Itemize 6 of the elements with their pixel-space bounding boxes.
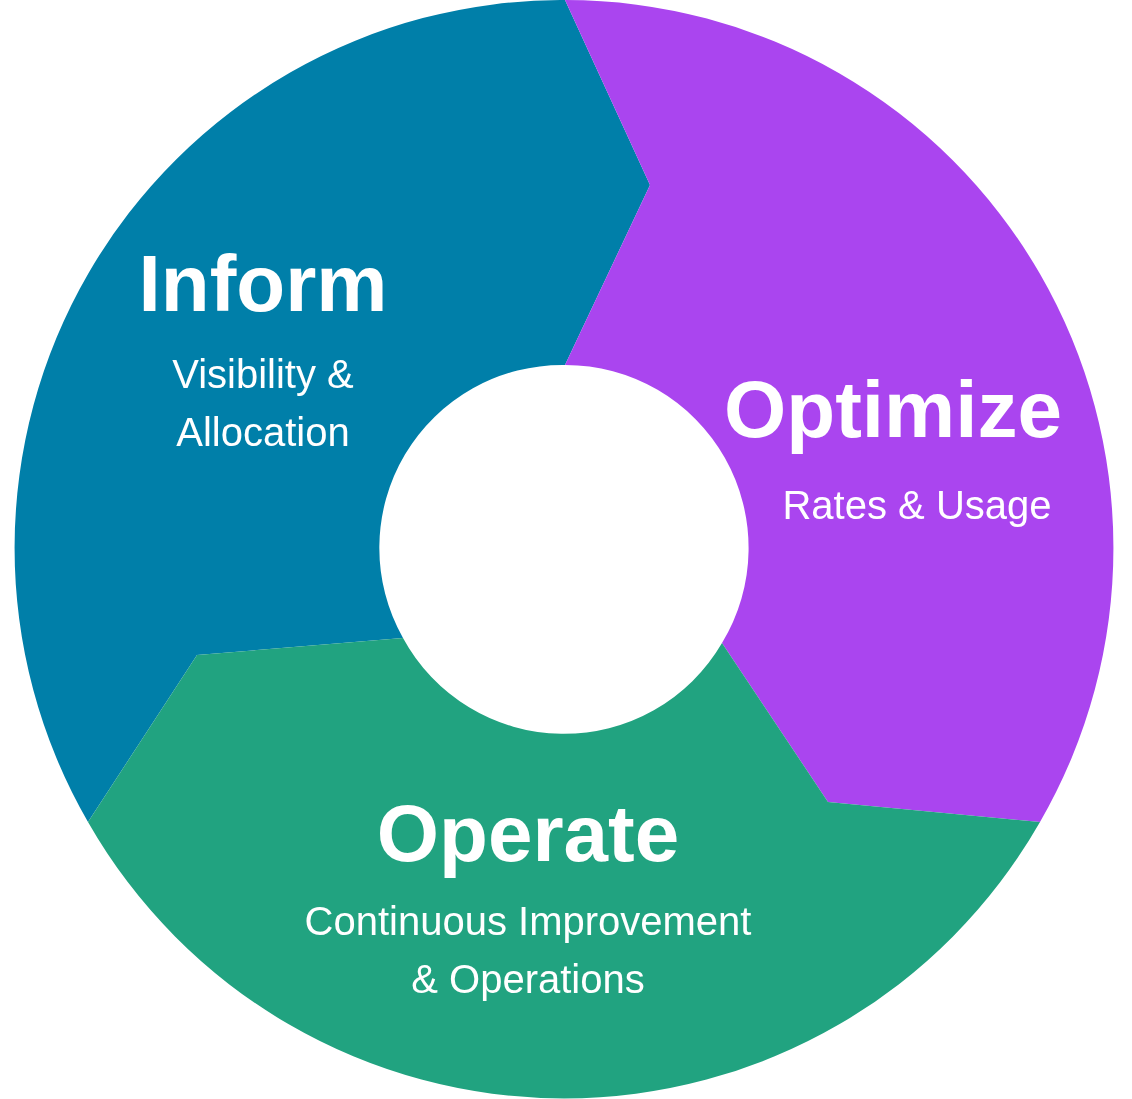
phase-description: Rates & Usage	[781, 482, 1053, 529]
phase-title: Operate	[376, 790, 680, 878]
phase-title: Inform	[138, 240, 388, 328]
phase-description: Continuous Improvement & Operations	[303, 898, 753, 1003]
phase-description: Visibility & Allocation	[171, 351, 355, 456]
phase-title: Optimize	[724, 366, 1062, 454]
